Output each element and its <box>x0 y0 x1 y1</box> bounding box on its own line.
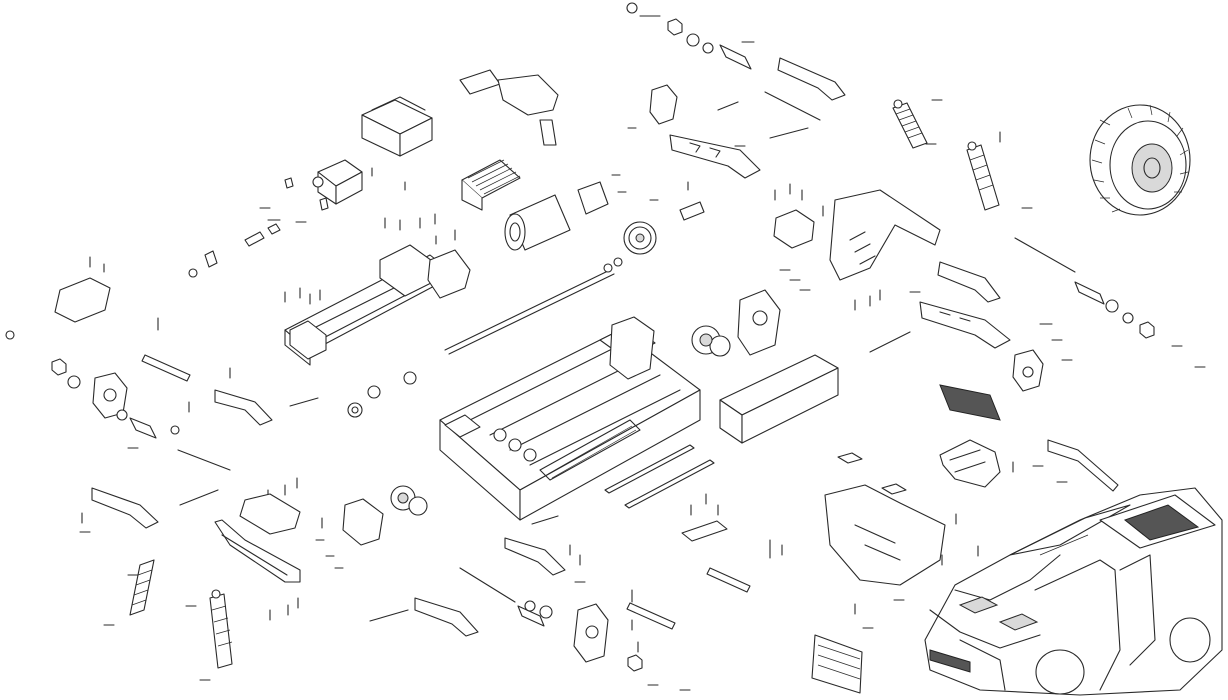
center-diff-assembly <box>691 289 781 357</box>
bumper-mount <box>939 439 1001 488</box>
wheel-tire <box>1089 104 1191 216</box>
shock-absorber-2 <box>966 141 1000 211</box>
cvd-cups <box>129 44 1105 627</box>
hex-nuts <box>51 18 1155 672</box>
lower-arm-right <box>919 301 1011 349</box>
front-grille <box>811 634 863 694</box>
rear-bumper-left <box>54 277 111 323</box>
front-hub-center <box>573 603 609 663</box>
battery-tray <box>284 244 471 366</box>
motor <box>504 181 609 251</box>
bearings <box>5 2 1134 619</box>
diff-gear-left <box>347 402 363 418</box>
steering-servo <box>312 159 363 205</box>
upper-arm-right <box>937 261 1001 303</box>
body-mount-plate <box>824 484 946 586</box>
upper-front-arm <box>669 134 761 179</box>
chassis-tub <box>439 316 701 521</box>
rear-upper-arm-center <box>504 537 566 576</box>
receiver-box <box>459 69 559 146</box>
front-bumper <box>214 493 301 583</box>
rear-lower-arm-center <box>414 597 479 637</box>
upper-hub <box>649 84 678 125</box>
motor-heatsink <box>461 159 521 211</box>
shock-absorber-4 <box>209 589 233 669</box>
battery-strap-strips <box>604 444 715 509</box>
esc-unit <box>361 96 433 157</box>
rear-bumper-right <box>1047 439 1119 492</box>
rear-hub-right <box>1012 349 1044 392</box>
upper-rear-arm-right <box>777 57 846 101</box>
truck-body-shell <box>924 487 1223 696</box>
screws <box>79 15 1206 691</box>
center-driveshaft <box>444 257 623 355</box>
battery-pack <box>719 354 839 444</box>
shock-absorber-1 <box>892 99 928 149</box>
front-bulkhead <box>773 189 941 281</box>
front-lower-arm-left <box>91 487 159 529</box>
steering-links <box>141 354 751 630</box>
front-upper-arm-left <box>214 389 273 426</box>
servo-horn-parts <box>204 177 329 268</box>
front-diff <box>342 485 428 546</box>
driveshafts <box>177 91 1076 622</box>
spur-gear <box>623 201 705 255</box>
vent-plates <box>837 384 1001 495</box>
shock-absorber-3 <box>129 559 155 616</box>
